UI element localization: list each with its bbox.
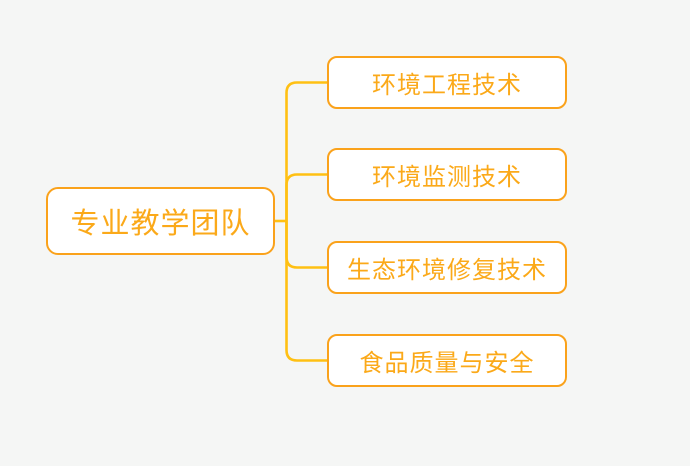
child-node-label: 环境工程技术 (372, 72, 522, 99)
child-node-label: 食品质量与安全 (359, 350, 535, 377)
connector-child-4 (285, 221, 327, 362)
child-node-label: 生态环境修复技术 (347, 257, 547, 284)
connector-child-3 (285, 221, 327, 269)
connector-child-2 (285, 173, 327, 221)
child-node-environmental-engineering[interactable]: 环境工程技术 (327, 56, 567, 109)
connector-child-1 (285, 81, 327, 221)
child-node-food-quality-safety[interactable]: 食品质量与安全 (327, 334, 567, 387)
child-node-eco-restoration[interactable]: 生态环境修复技术 (327, 241, 567, 294)
root-node-label: 专业教学团队 (70, 208, 251, 240)
root-node[interactable]: 专业教学团队 (46, 187, 275, 255)
child-node-environmental-monitoring[interactable]: 环境监测技术 (327, 148, 567, 201)
child-node-label: 环境监测技术 (372, 164, 522, 191)
